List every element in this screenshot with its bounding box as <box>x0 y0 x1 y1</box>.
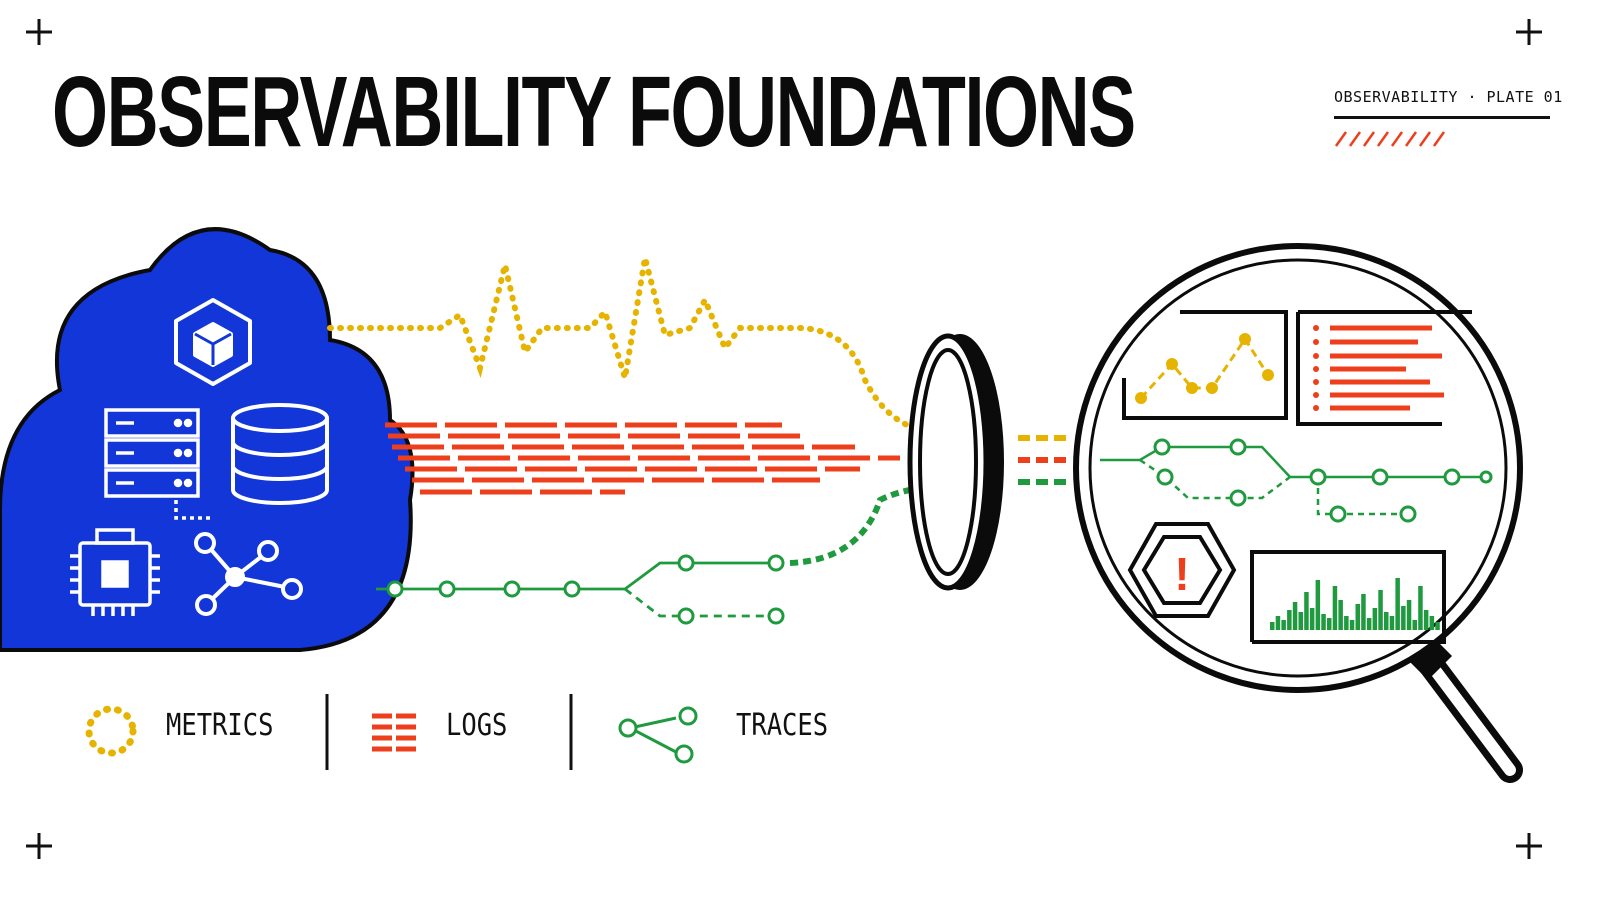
cloud-services <box>0 227 415 652</box>
logs-stream <box>385 422 900 495</box>
plate-series: OBSERVABILITY <box>1334 88 1458 106</box>
bar-chart-bar <box>1344 616 1349 630</box>
lens-connectors <box>1018 435 1070 485</box>
corner-marks <box>26 19 1542 859</box>
bar-chart-bar <box>1389 616 1395 630</box>
legend-logs-label: LOGS <box>446 708 508 743</box>
bar-chart-panel-icon <box>1250 550 1446 644</box>
bar-chart-bar <box>1327 618 1332 630</box>
bar-chart-bar <box>1395 578 1400 630</box>
legend-metrics-icon <box>85 705 137 757</box>
plate-rule <box>1334 116 1550 119</box>
bar-chart-bar <box>1315 580 1321 630</box>
traces-stream <box>376 485 926 625</box>
legend-metrics-label: METRICS <box>166 708 274 743</box>
bar-chart-bar <box>1355 604 1360 630</box>
bar-chart-bar <box>1384 612 1389 630</box>
bar-chart-bar <box>1372 608 1378 630</box>
database-icon <box>231 403 329 505</box>
bar-chart-bar <box>1435 622 1440 630</box>
bar-chart-bar <box>1292 602 1298 630</box>
cube-icon <box>174 298 252 386</box>
plate-separator: · <box>1467 88 1477 106</box>
plate-number: PLATE 01 <box>1486 88 1563 106</box>
bar-chart-bar <box>1281 620 1286 630</box>
bar-chart-bar <box>1406 600 1412 630</box>
bar-chart-bar <box>1270 622 1275 630</box>
bar-chart-bar <box>1361 594 1366 630</box>
bar-chart-bar <box>1304 592 1309 630</box>
line-chart-panel-icon <box>1122 310 1288 420</box>
cloud-shape <box>0 227 415 652</box>
plate-label: OBSERVABILITY · PLATE 01 <box>1334 88 1562 106</box>
legend <box>85 694 698 770</box>
bar-chart-bar <box>1401 606 1406 630</box>
bar-chart-bar <box>1275 616 1281 630</box>
bar-chart-bar <box>1309 608 1315 630</box>
log-list-panel-icon <box>1296 310 1472 426</box>
bar-chart-bar <box>1338 600 1343 630</box>
bar-chart-bar <box>1349 620 1355 630</box>
plate-hatch <box>1334 131 1446 147</box>
legend-traces-label: TRACES <box>736 708 829 743</box>
bar-chart-bar <box>1298 612 1303 630</box>
trace-graph-panel <box>1100 438 1493 523</box>
legend-traces-icon <box>618 706 698 764</box>
bar-chart-bar <box>1423 610 1429 630</box>
lens-icon <box>907 333 1004 591</box>
bar-chart-bar <box>1429 616 1435 630</box>
bar-chart-bar <box>1418 586 1423 630</box>
server-rack-icon <box>104 408 210 520</box>
bar-chart-bar <box>1321 614 1326 630</box>
bar-chart-bar <box>1332 586 1338 630</box>
cpu-chip-icon <box>70 528 160 616</box>
bar-chart-bar <box>1378 590 1383 630</box>
legend-logs-icon <box>372 713 420 752</box>
bar-chart-bar <box>1287 610 1292 630</box>
network-nodes-icon <box>194 532 303 616</box>
page-title: OBSERVABILITY FOUNDATIONS <box>52 56 1136 168</box>
alert-symbol: ! <box>1174 548 1189 600</box>
bar-chart-bar <box>1366 618 1372 630</box>
metrics-stream <box>327 257 923 433</box>
bar-chart-bar <box>1412 620 1417 630</box>
alert-hexagon-icon: ! <box>1127 522 1237 618</box>
